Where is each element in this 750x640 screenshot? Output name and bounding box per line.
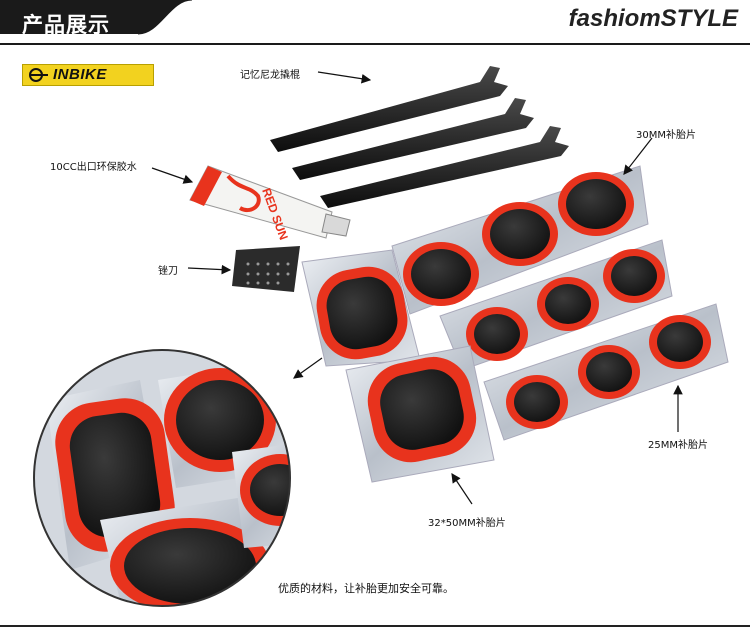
patch-32x50mm-lower xyxy=(345,345,495,483)
label-patch-30mm: 30MM补胎片 xyxy=(636,130,696,141)
header-bar: 产品展示 fashiomSTYLE xyxy=(0,0,750,46)
product-caption: 优质的材料，让补胎更加安全可靠。 xyxy=(278,582,454,595)
label-patch-25mm: 25MM补胎片 xyxy=(648,440,708,451)
brand-logo: INBIKE xyxy=(22,64,154,86)
tire-levers xyxy=(270,66,569,208)
brand-name: INBIKE xyxy=(53,66,107,83)
rasp xyxy=(232,246,300,292)
style-tagline: fashiomSTYLE xyxy=(568,5,738,32)
patch-strip-30mm xyxy=(391,165,649,315)
patch-32x50mm-upper xyxy=(301,249,421,367)
patch-strip-25mm-upper xyxy=(439,239,673,371)
header-background xyxy=(0,0,750,45)
magnified-detail xyxy=(33,349,291,607)
label-patch-32x50mm: 32*50MM补胎片 xyxy=(428,518,506,529)
callout-arrows xyxy=(151,71,683,505)
label-tire-levers: 记忆尼龙撬棍 xyxy=(240,70,300,81)
label-rasp: 锉刀 xyxy=(158,266,178,277)
patch-strip-25mm-lower xyxy=(483,303,729,441)
label-glue: 10CC出口环保胶水 xyxy=(50,162,137,173)
bottom-divider xyxy=(0,625,750,627)
page-title: 产品展示 xyxy=(22,13,110,37)
brand-mark-icon xyxy=(29,68,48,82)
